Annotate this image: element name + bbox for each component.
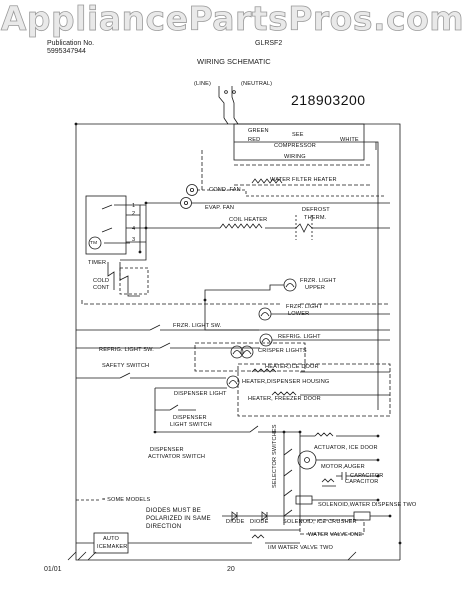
label-frzr-light-lower: FRZR. LIGHT [286,304,323,310]
label-therm: THERM. [304,215,327,221]
label-timer: TIMER [88,260,107,266]
label-capacitor-1: CAPACITOR [350,473,384,479]
model-number: GLRSF2 [255,40,283,47]
label-dispenser-activator-1: DISPENSER [150,447,184,453]
publication-label: Publication No. [47,40,95,47]
label-heater-dispenser-housing: HEATER,DISPENSER HOUSING [242,379,330,385]
label-tm: TM [90,241,98,246]
label-green: GREEN [248,128,269,134]
line-label: (LINE) [194,81,212,87]
label-selector-switches: SELECTOR SWITCHES [272,424,278,488]
label-auto: AUTO [103,536,120,542]
label-crisper-lights: CRISPER LIGHTS [258,348,307,354]
label-cond-fan: COND. FAN [209,187,241,193]
label-evap-fan: EVAP. FAN [205,205,235,211]
label-actuator-ice-door: ACTUATOR, ICE DOOR [314,445,378,451]
label-heater-ice-door: HEATER,ICE DOOR [265,364,319,370]
label-some-models: = SOME MODELS [102,497,151,503]
label-cold: COLD [93,278,110,284]
label-cont: CONT [93,285,110,291]
label-red: RED [248,137,261,143]
label-wiring: WIRING [284,154,306,160]
watermark: AppliancePartsPros.com [0,0,465,38]
label-refrig-light: REFRIG. LIGHT [278,334,321,340]
footer-date: 01/01 [44,566,62,573]
label-solenoid-water-dispense: SOLENOID,WATER DISPENSE TWO [318,502,417,508]
neutral-label: (NEUTRAL) [241,81,273,87]
label-coil-heater: COIL HEATER [229,217,268,223]
label-diode-1: DIODE [226,519,245,525]
label-refrig-light-sw: REFRIG. LIGHT SW. [99,347,154,353]
label-icemaker: ICEMAKER [97,544,128,550]
label-diodes-note-3: DIRECTION [146,523,182,530]
label-upper: UPPER [305,285,326,291]
label-dispenser-activator-2: ACTIVATOR SWITCH [148,454,206,460]
label-dispenser-light-switch-2: LIGHT SWITCH [170,422,212,428]
label-safety-switch: SAFETY SWITCH [102,363,150,369]
label-im-water-valve-two: I/M WATER VALVE TWO [268,545,334,551]
label-see: SEE [292,132,304,138]
footer-page-number: 20 [227,566,235,573]
label-defrost: DEFROST [302,207,330,213]
label-white: WHITE [340,137,359,143]
label-compressor: COMPRESSOR [274,143,316,149]
label-frzr-light-upper: FRZR. LIGHT [300,278,337,284]
terminal-2: 2 [132,211,136,217]
label-solenoid-ice-crusher: SOLENOID, ICE CRUSHER [283,519,357,525]
label-lower: LOWER [288,311,310,317]
label-diodes-note-1: DIODES MUST BE [146,507,201,514]
label-diodes-note-2: POLARIZED IN SAME [146,515,211,522]
label-dispenser-light-switch-1: DISPENSER [173,415,207,421]
label-frzr-light-sw: FRZR. LIGHT SW. [173,323,222,329]
terminal-4: 4 [132,226,136,232]
label-water-valve-one: WATER VALVE ONE [308,532,363,538]
publication-number: 5995347944 [47,48,86,55]
label-capacitor-2: CAPACITOR [345,479,379,485]
diagram-number: 218903200 [291,92,366,108]
terminal-3: 3 [132,237,136,243]
terminal-1: 1 [132,203,136,209]
label-dispenser-light: DISPENSER LIGHT [174,391,227,397]
label-diode-2: DIODE [250,519,269,525]
label-heater-freezer-door: HEATER, FREEZER DOOR [248,396,321,402]
label-motor-auger: MOTOR,AUGER [321,464,365,470]
schematic-title: WIRING SCHEMATIC [197,57,271,66]
label-water-filter-heater: WATER FILTER HEATER [270,177,337,183]
